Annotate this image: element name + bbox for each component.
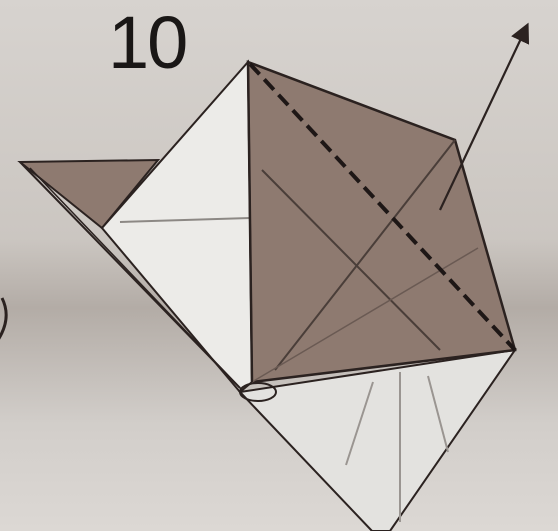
step-number: 10 [108,6,186,80]
